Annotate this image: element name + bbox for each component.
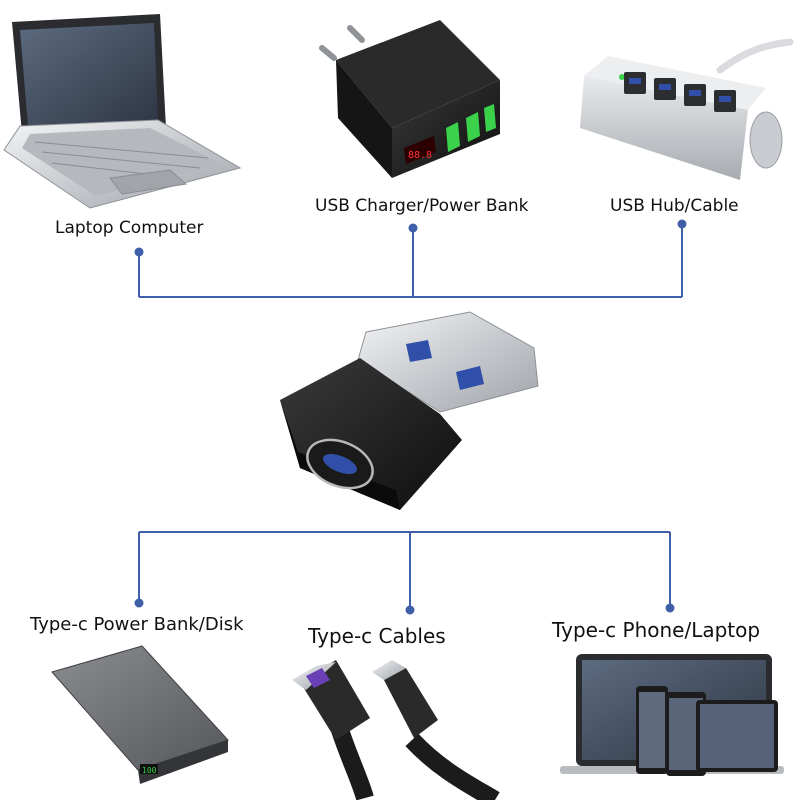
dot-charger xyxy=(408,223,418,233)
label-laptop-computer: Laptop Computer xyxy=(55,218,204,238)
dot-phone xyxy=(665,603,675,613)
usb-hub-icon xyxy=(580,38,794,180)
dot-powerbank xyxy=(134,598,144,608)
cable-icon xyxy=(292,660,500,800)
connector-dots xyxy=(134,219,687,615)
label-typec-cables: Type-c Cables xyxy=(308,624,446,648)
devices-icon xyxy=(560,654,784,776)
label-typec-power-bank: Type-c Power Bank/Disk xyxy=(30,614,244,635)
power-bank-icon: 100 xyxy=(51,645,229,784)
laptop-icon xyxy=(3,14,242,209)
charger-icon: 88.8 xyxy=(319,20,500,178)
dot-hub xyxy=(677,219,687,229)
svg-text:100: 100 xyxy=(142,766,157,775)
label-usb-hub: USB Hub/Cable xyxy=(610,196,739,216)
svg-text:88.8: 88.8 xyxy=(408,150,432,161)
label-usb-charger: USB Charger/Power Bank xyxy=(315,196,529,216)
dot-cables xyxy=(405,605,415,615)
label-typec-phone-laptop: Type-c Phone/Laptop xyxy=(552,618,761,642)
adapter-icon xyxy=(280,311,539,510)
dot-laptop xyxy=(134,247,144,257)
connector-lines xyxy=(138,224,683,610)
